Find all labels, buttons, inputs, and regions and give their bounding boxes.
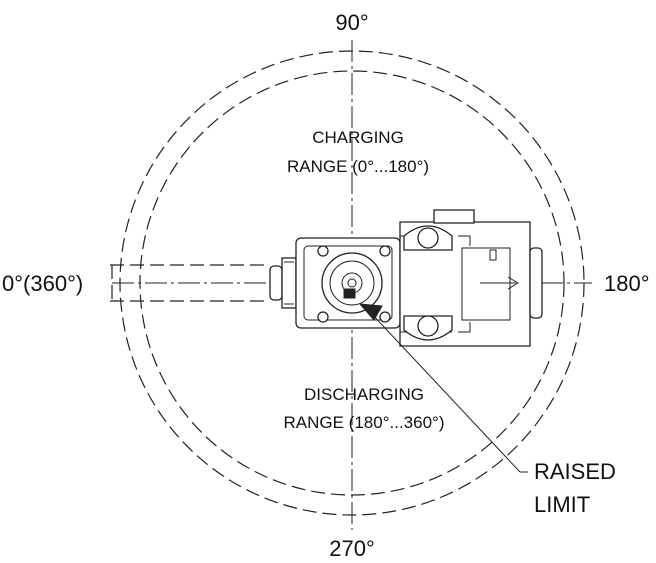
raised-limit-title: RAISED bbox=[534, 459, 616, 484]
label-0-360-deg: 0°(360°) bbox=[2, 271, 83, 296]
label-180-deg: 180° bbox=[604, 271, 650, 296]
label-270-deg: 270° bbox=[329, 536, 375, 561]
discharging-range-title: DISCHARGING bbox=[304, 385, 424, 404]
charging-range-title: CHARGING bbox=[312, 128, 404, 147]
raised-limit-pointer bbox=[358, 303, 528, 473]
label-90-deg: 90° bbox=[335, 10, 368, 35]
discharging-range-values: RANGE (180°...360°) bbox=[284, 413, 445, 432]
raised-limit-subtitle: LIMIT bbox=[534, 492, 590, 517]
valve-body bbox=[269, 209, 543, 347]
arm-extension bbox=[110, 264, 270, 302]
charging-range-values: RANGE (0°...180°) bbox=[287, 157, 429, 176]
